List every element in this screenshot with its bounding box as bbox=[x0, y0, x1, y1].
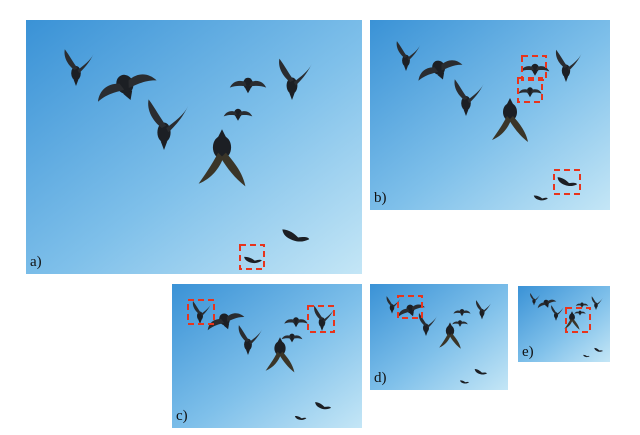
panel-label-a: a) bbox=[30, 254, 42, 270]
panel-b: b) bbox=[370, 20, 610, 210]
panel-label-c: c) bbox=[176, 408, 188, 424]
panel-a: a) bbox=[26, 20, 362, 274]
panel-e-photo bbox=[518, 286, 610, 362]
marker-box bbox=[187, 299, 215, 325]
panel-label-b: b) bbox=[374, 190, 387, 206]
panel-c: c) bbox=[172, 284, 362, 428]
panel-a-photo bbox=[26, 20, 362, 274]
panel-label-e: e) bbox=[522, 344, 534, 360]
panel-c-photo bbox=[172, 284, 362, 428]
panel-d-photo bbox=[370, 284, 508, 390]
marker-box bbox=[565, 307, 591, 333]
marker-box bbox=[307, 305, 335, 333]
marker-box bbox=[239, 244, 265, 270]
panel-d: d) bbox=[370, 284, 508, 390]
marker-box bbox=[553, 169, 581, 195]
panel-b-photo bbox=[370, 20, 610, 210]
marker-box bbox=[521, 55, 547, 81]
marker-box bbox=[517, 77, 543, 103]
marker-box bbox=[397, 295, 423, 319]
panel-e: e) bbox=[518, 286, 610, 362]
panel-label-d: d) bbox=[374, 370, 387, 386]
